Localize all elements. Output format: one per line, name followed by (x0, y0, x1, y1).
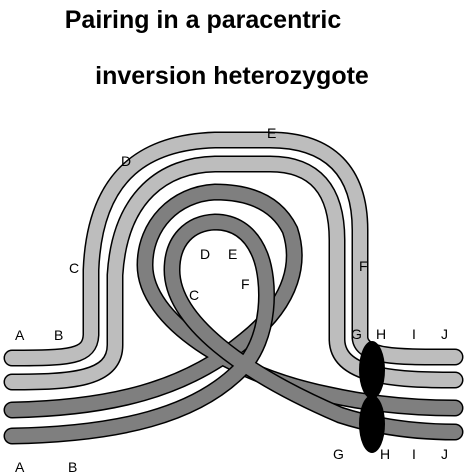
label-c-inner: C (189, 287, 199, 303)
title-line-1: Pairing in a paracentric (64, 6, 342, 34)
label-i-top: I (412, 326, 416, 342)
label-a-bottom: A (15, 459, 25, 475)
label-h-bottom: H (380, 446, 390, 462)
light-chromatid-inner-fill (5, 157, 462, 389)
label-g-bottom: G (333, 446, 344, 462)
centromere-bottom (359, 395, 385, 453)
label-j-bottom: J (441, 446, 448, 462)
label-j-top: J (441, 326, 448, 342)
label-h-top: H (376, 326, 386, 342)
label-e-outer: E (267, 125, 276, 141)
centromere-top (359, 341, 385, 399)
label-e-inner: E (228, 246, 237, 262)
label-a-top: A (15, 327, 25, 343)
label-d-inner: D (200, 246, 210, 262)
label-g-top: G (351, 326, 362, 342)
label-f-outer: F (359, 258, 368, 274)
light-chromatid-outer-fill (5, 133, 462, 365)
dark-chromatid-inner-fill (5, 214, 462, 443)
label-i-bottom: I (412, 446, 416, 462)
label-c-outer: C (69, 260, 79, 276)
label-b-top: B (54, 327, 63, 343)
title-line-2: inversion heterozygote (95, 62, 369, 90)
label-f-inner: F (241, 276, 250, 292)
label-d-outer: D (121, 153, 131, 169)
label-b-bottom: B (68, 459, 77, 475)
